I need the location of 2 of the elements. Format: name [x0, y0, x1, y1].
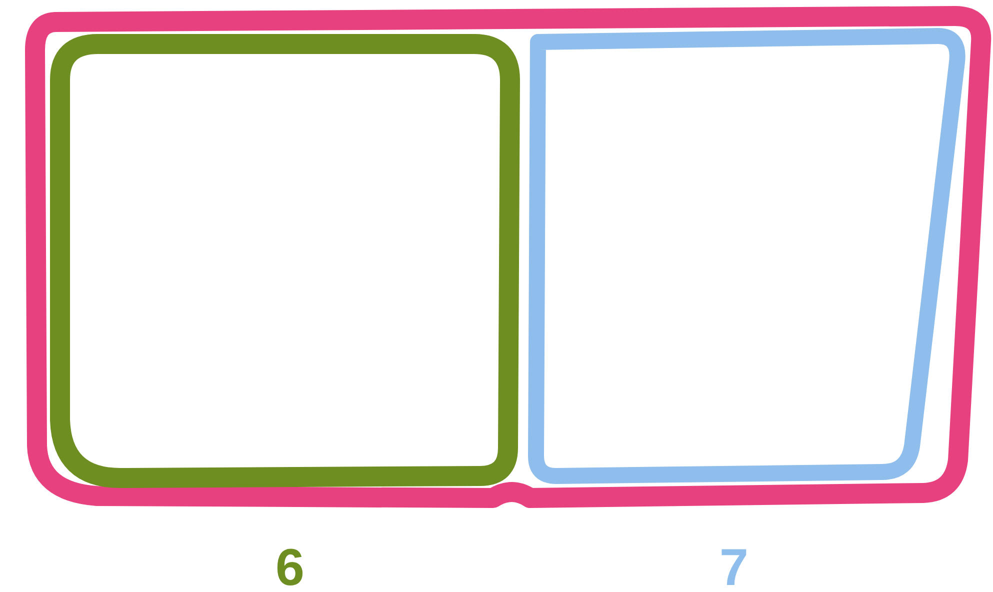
panel-number: 6 — [274, 542, 306, 592]
panel-number: 7 — [718, 542, 750, 592]
